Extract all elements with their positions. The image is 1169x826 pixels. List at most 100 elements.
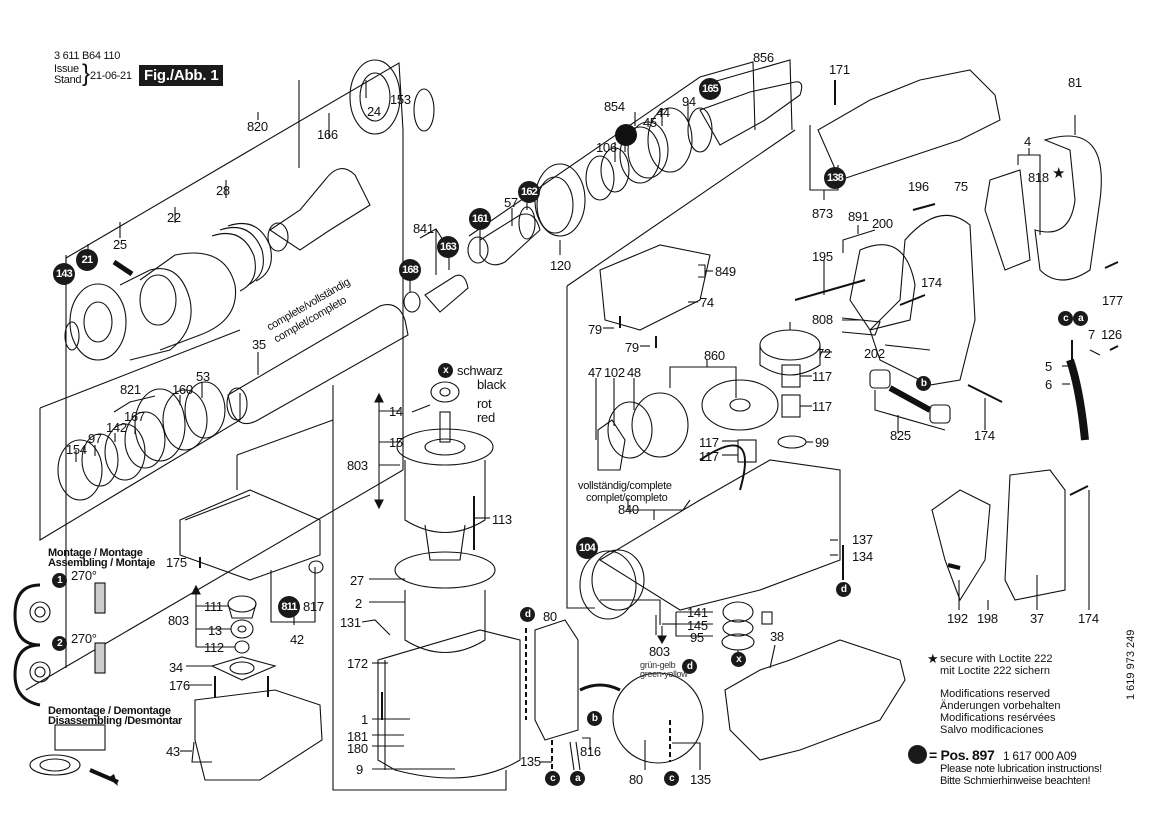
part-860-gear bbox=[701, 379, 779, 431]
label-120: 120 bbox=[550, 258, 571, 273]
part-72-gear bbox=[759, 329, 821, 361]
pos-part-number: 1 617 000 A09 bbox=[1003, 749, 1077, 763]
caption-vollstaendig-top: vollständig/complete bbox=[578, 480, 672, 492]
caption-vollstaendig-bottom: complet/completo bbox=[586, 492, 668, 504]
label-166: 166 bbox=[317, 127, 338, 142]
label-840: 840 bbox=[618, 502, 639, 517]
label-75: 75 bbox=[954, 179, 968, 194]
badge-21: 21 bbox=[76, 249, 98, 271]
label-200: 200 bbox=[872, 216, 893, 231]
badge-138: 138 bbox=[824, 167, 846, 189]
label-198: 198 bbox=[977, 611, 998, 626]
part-99-washer bbox=[777, 435, 807, 449]
part-104-oring bbox=[579, 550, 637, 620]
part-13-bearing bbox=[230, 619, 254, 639]
label-102: 102 bbox=[604, 365, 625, 380]
part-145-spring bbox=[722, 619, 754, 637]
marker-d-switch: d bbox=[520, 607, 535, 622]
figure-title: Fig./Abb. 1 bbox=[139, 65, 224, 86]
label-117-b: 117 bbox=[812, 399, 832, 414]
badge-811: 811 bbox=[278, 596, 300, 618]
label-174-a: 174 bbox=[921, 275, 942, 290]
part-177-screw bbox=[1104, 261, 1119, 269]
part-198-lever bbox=[931, 489, 991, 602]
label-891: 891 bbox=[848, 209, 869, 224]
bracket-854 bbox=[468, 61, 756, 237]
part-7-clamp bbox=[1089, 349, 1101, 356]
label-28: 28 bbox=[216, 183, 230, 198]
part-200-cover bbox=[849, 244, 916, 331]
label-111: 111 bbox=[204, 599, 223, 614]
label-174-c: 174 bbox=[1078, 611, 1099, 626]
badge-143: 143 bbox=[53, 263, 75, 285]
label-154: 154 bbox=[66, 442, 87, 457]
part-81-handle bbox=[1034, 135, 1102, 281]
label-171: 171 bbox=[829, 62, 850, 77]
part-192-spring bbox=[947, 563, 961, 570]
part-47-nut bbox=[597, 419, 626, 471]
part-34-plate bbox=[210, 656, 277, 681]
marker-a-cable: a bbox=[1073, 311, 1088, 326]
part-142-bearing bbox=[104, 423, 146, 481]
label-808: 808 bbox=[812, 312, 833, 327]
label-873: 873 bbox=[812, 206, 833, 221]
label-74: 74 bbox=[700, 295, 714, 310]
label-79-b: 79 bbox=[625, 340, 639, 355]
disassembling-heading: Disassembling /Desmontar bbox=[48, 715, 183, 727]
bracket-gearbox bbox=[566, 286, 595, 609]
badge-162: 162 bbox=[518, 181, 540, 203]
part-111-bearing-seat bbox=[227, 595, 257, 613]
part-35-barrel bbox=[227, 304, 409, 425]
label-99: 99 bbox=[815, 435, 829, 450]
note-mod-en: Modifications reserved bbox=[940, 688, 1051, 700]
label-176: 176 bbox=[169, 678, 190, 693]
label-137: 137 bbox=[852, 532, 873, 547]
label-803-clutch: 803 bbox=[649, 644, 670, 659]
wire-color-red: red bbox=[477, 410, 495, 425]
marker-d-gearbox: d bbox=[836, 582, 851, 597]
label-818: 818 bbox=[1028, 170, 1049, 185]
part-97-ring bbox=[81, 433, 119, 487]
wire-color-black: black bbox=[477, 377, 506, 392]
label-841: 841 bbox=[413, 221, 434, 236]
label-816: 816 bbox=[580, 744, 601, 759]
label-175: 175 bbox=[166, 555, 187, 570]
part-42-brush-holder bbox=[179, 489, 321, 581]
part-2-stator bbox=[404, 590, 486, 654]
part-817-cap bbox=[308, 560, 324, 574]
note-star-icon: ★ bbox=[927, 651, 939, 666]
label-134: 134 bbox=[852, 549, 873, 564]
part-143-ring bbox=[64, 321, 80, 351]
label-25: 25 bbox=[113, 237, 127, 252]
angle-step-2: 270° bbox=[71, 631, 97, 646]
label-821: 821 bbox=[120, 382, 141, 397]
label-117-c: 117 bbox=[699, 435, 719, 450]
label-42: 42 bbox=[290, 632, 304, 647]
label-856: 856 bbox=[753, 50, 774, 65]
part-141-cap bbox=[722, 601, 754, 623]
label-37: 37 bbox=[1030, 611, 1044, 626]
label-202: 202 bbox=[864, 346, 885, 361]
label-38: 38 bbox=[770, 629, 784, 644]
lubrication-dot-icon bbox=[615, 124, 637, 146]
note-loctite-de: mit Loctite 222 sichern bbox=[940, 665, 1051, 677]
label-4: 4 bbox=[1024, 134, 1031, 149]
label-117-d: 117 bbox=[699, 449, 719, 464]
badge-163: 163 bbox=[437, 236, 459, 258]
wire-color-schwarz: schwarz bbox=[457, 363, 503, 378]
part-120-ring bbox=[536, 176, 574, 234]
label-141: 141 bbox=[687, 605, 708, 620]
part-24-bearing bbox=[349, 59, 401, 135]
label-5: 5 bbox=[1045, 359, 1052, 374]
marker-c-switch: c bbox=[545, 771, 560, 786]
label-113: 113 bbox=[492, 512, 512, 527]
spring-assembly-1 bbox=[13, 582, 106, 647]
badge-168: 168 bbox=[399, 259, 421, 281]
part-840-gear-housing bbox=[598, 459, 841, 611]
marker-c-detail: c bbox=[664, 771, 679, 786]
label-153: 153 bbox=[390, 92, 411, 107]
spring-disassembly bbox=[29, 724, 119, 784]
label-849: 849 bbox=[715, 264, 736, 279]
label-131: 131 bbox=[340, 615, 361, 630]
